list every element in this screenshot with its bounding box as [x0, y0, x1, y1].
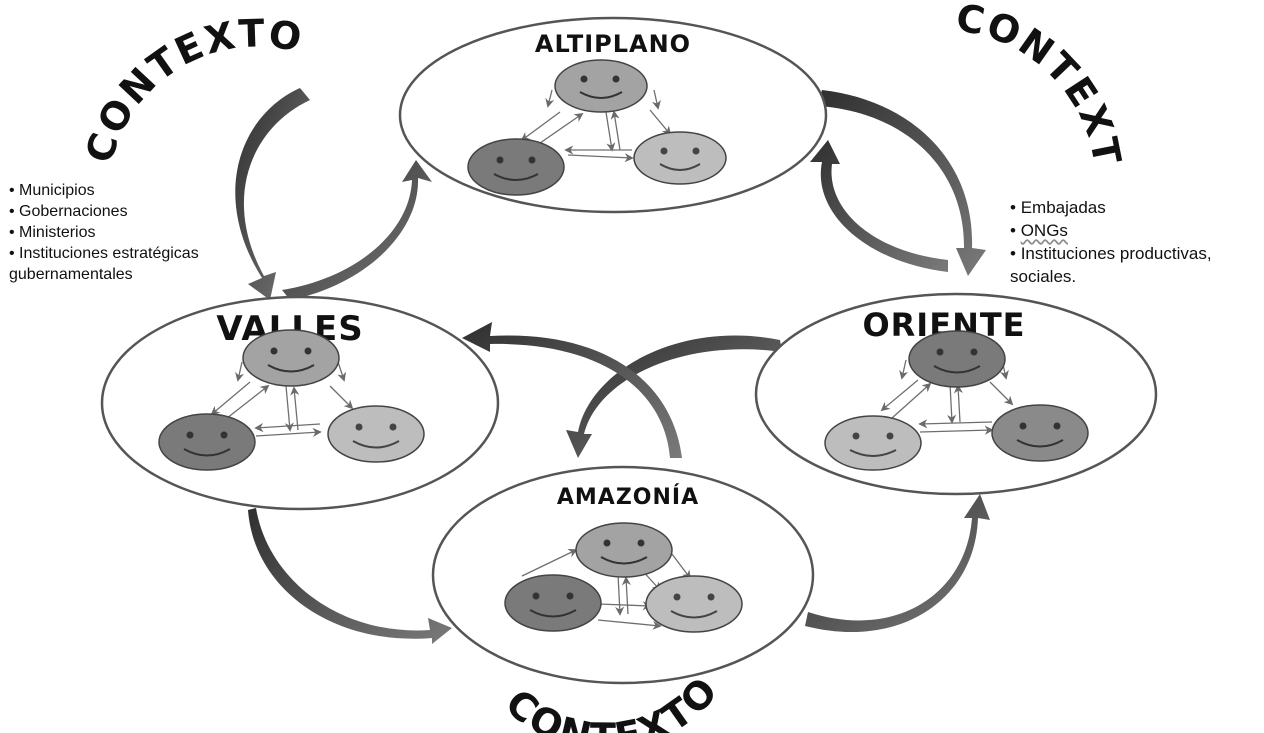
region-oriente: ORIENTE	[754, 292, 1158, 496]
smiley-face-left	[158, 413, 256, 471]
list-item: Embajadas	[1010, 196, 1212, 219]
arrow-altiplano-to-valles	[235, 88, 310, 300]
list-item: Municipios	[9, 180, 199, 201]
list-item: ONGs	[1010, 219, 1212, 242]
arrow-amazonia-to-oriente	[805, 494, 990, 633]
arrow-altiplano-to-oriente	[818, 90, 986, 276]
list-item: Instituciones productivas,	[1010, 242, 1212, 265]
smiley-face-top	[908, 330, 1006, 388]
smiley-face-top	[575, 522, 673, 578]
arrow-oriente-to-altiplano	[810, 140, 948, 272]
smiley-face-right	[991, 404, 1089, 462]
arrow-valles-to-altiplano	[282, 160, 432, 300]
arrow-amazonia-to-valles	[462, 322, 682, 458]
smiley-face-left	[824, 415, 922, 471]
arrow-valles-to-amazonia	[248, 508, 452, 644]
list-item: Instituciones estratégicas	[9, 243, 199, 264]
region-altiplano: ALTIPLANO	[398, 16, 828, 214]
smiley-face-top	[554, 59, 648, 113]
smiley-face-left	[467, 138, 565, 196]
region-title-altiplano: ALTIPLANO	[535, 30, 691, 58]
region-title-amazonia: AMAZONÍA	[557, 484, 699, 510]
smiley-face-right	[633, 131, 727, 185]
list-item-text: ONGs	[1020, 221, 1068, 240]
smiley-face-top	[242, 329, 340, 387]
arrow-oriente-to-amazonia	[566, 335, 782, 458]
right-institutions-list: Embajadas ONGs Instituciones productivas…	[1010, 196, 1212, 288]
left-institutions-list: Municipios Gobernaciones Ministerios Ins…	[9, 180, 199, 285]
list-item-continuation: gubernamentales	[9, 266, 133, 283]
smiley-face-right	[645, 575, 743, 633]
smiley-face-left	[504, 574, 602, 632]
region-valles: VALLES	[100, 295, 500, 511]
list-item: Ministerios	[9, 222, 199, 243]
context-label-top-left: CONTEXTO	[77, 11, 307, 168]
region-amazonia: AMAZONÍA	[431, 465, 815, 685]
list-item: Gobernaciones	[9, 201, 199, 222]
smiley-face-right	[327, 405, 425, 463]
list-item-continuation: sociales.	[1010, 267, 1077, 286]
